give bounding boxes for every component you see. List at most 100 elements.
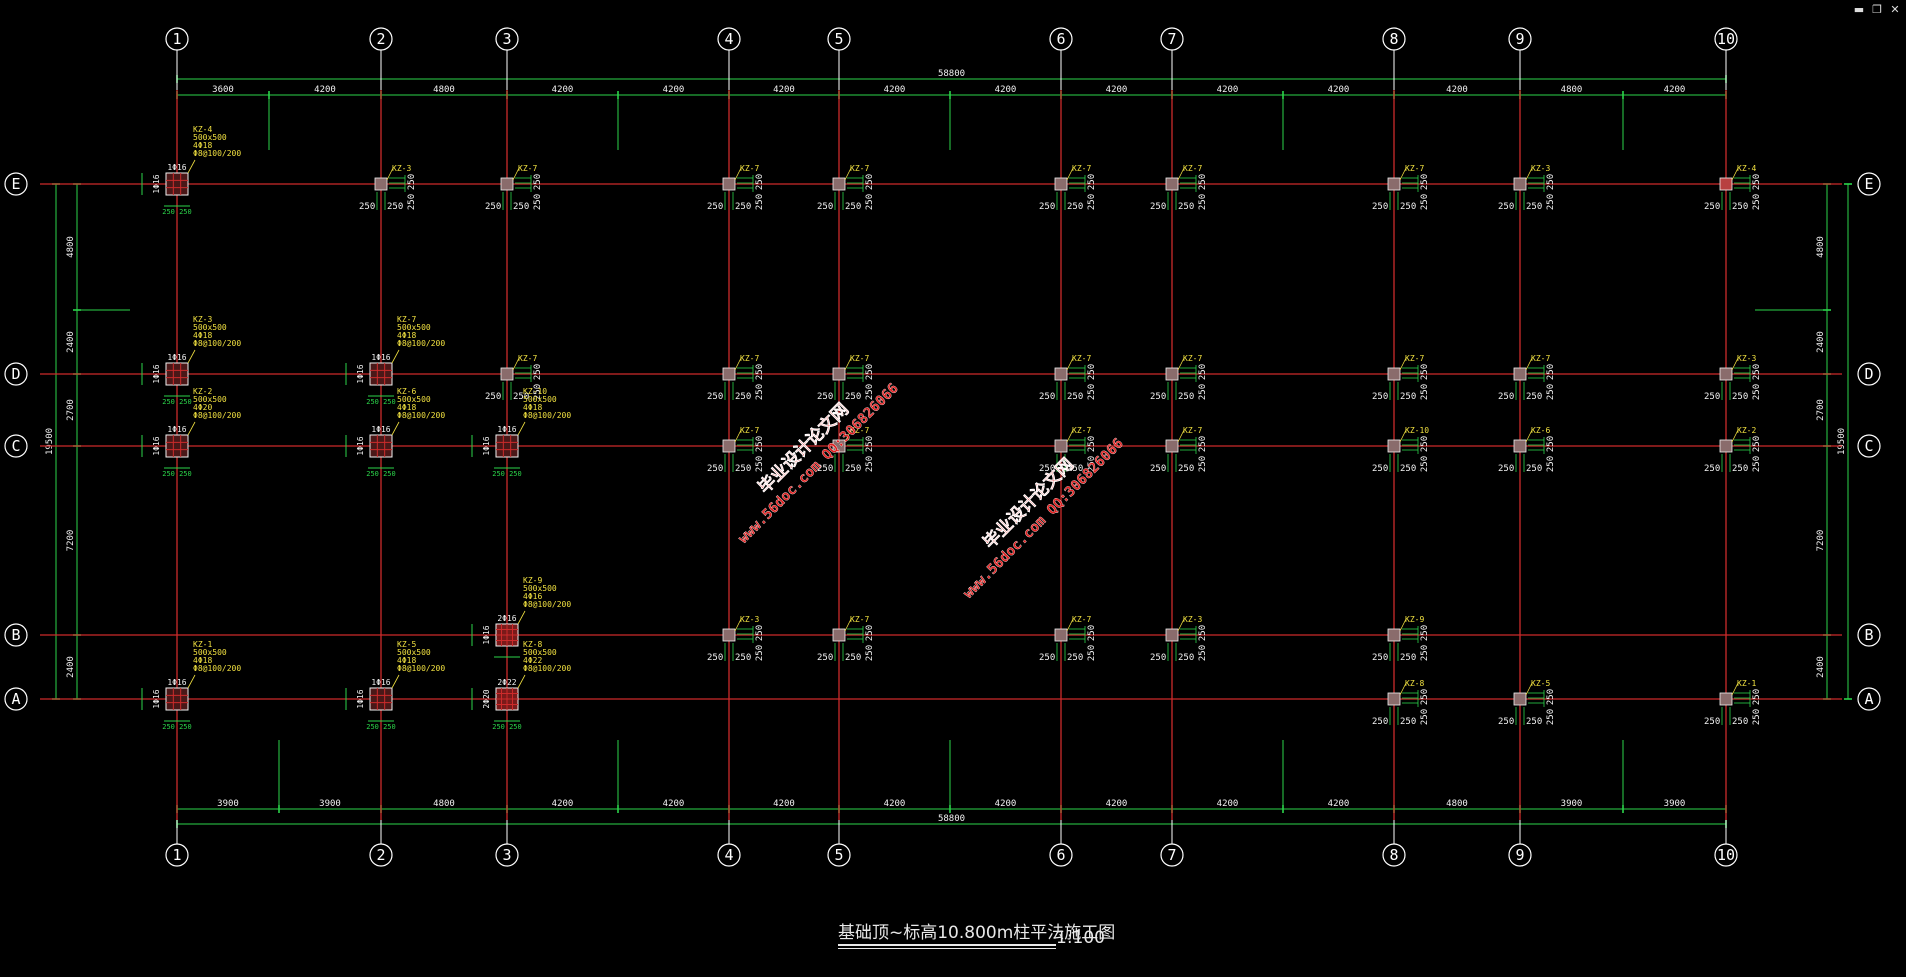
column-spec-0: KZ-6 [397,387,416,396]
column-offset-right: 250 [1067,464,1083,474]
column-section [1165,439,1179,453]
column-offset-right: 250 [1178,392,1194,402]
column-offset-right: 250 [1526,202,1542,212]
column-section [1054,628,1068,642]
column-offset-bottom: 250 [1087,384,1097,400]
column-side-rebar: 1Φ16 [482,436,491,455]
column-offset-left: 250 [1372,202,1388,212]
axis-bubble-left-A: A [11,690,20,708]
column-offset-right: 250 [735,653,751,663]
column-section [1513,367,1527,381]
column-offset-left: 250 [1039,202,1055,212]
column-label: KZ-3 [1183,615,1202,624]
dim-label-top: 4200 [663,85,685,95]
column-spec-2: 4Φ18 [397,403,416,412]
column-section [369,434,393,458]
column-section [165,362,189,386]
column-leader [391,349,400,364]
column-side-rebar: 1Φ16 [482,625,491,644]
column-section [1054,177,1068,191]
column-label: KZ-7 [850,164,869,173]
column-spec-0: KZ-1 [193,640,212,649]
column-offset-right: 250 [1400,392,1416,402]
column-spec-0: KZ-5 [397,640,416,649]
column-leader [391,421,400,436]
column-offset-right: 250 [845,392,861,402]
column-top-rebar: 1Φ16 [371,678,390,687]
column-section [722,367,736,381]
column-offset-left: 250 [1704,202,1720,212]
dim-total-label-bottom: 58800 [938,814,965,824]
column-section [832,628,846,642]
column-section [1719,177,1733,191]
column-label: KZ-7 [850,354,869,363]
column-offset-top: 250 [865,174,875,190]
column-leader [1731,682,1739,696]
axis-bubble-top-9: 9 [1515,30,1524,48]
dim-label-bottom: 3900 [1561,799,1583,809]
dim-label-top: 4200 [884,85,906,95]
column-offset-left: 250 [1372,392,1388,402]
column-offset-top: 250 [1546,364,1556,380]
column-offset-left: 250 [1498,464,1514,474]
restore-button[interactable]: ❐ [1872,3,1882,16]
column-offset-top: 250 [755,436,765,452]
minimize-button[interactable]: ▬ [1853,3,1865,16]
column-label: KZ-7 [1072,354,1091,363]
column-offset-top: 250 [1752,436,1762,452]
column-section [1719,692,1733,706]
column-label: KZ-9 [1405,615,1424,624]
column-offset-dim: 250 250 [366,470,396,478]
column-offset-right: 250 [1067,653,1083,663]
axis-bubble-left-B-circle [4,623,28,647]
column-offset-left: 250 [1039,392,1055,402]
column-label: KZ-7 [740,354,759,363]
dim-label-bottom: 4200 [552,799,574,809]
column-offset-right: 250 [735,202,751,212]
column-section [500,177,514,191]
column-label: KZ-7 [1072,615,1091,624]
axis-bubble-right-A-circle [1857,687,1881,711]
column-offset-top: 250 [865,436,875,452]
column-offset-left: 250 [1704,392,1720,402]
close-button[interactable]: ✕ [1890,3,1900,16]
column-offset-top: 250 [1546,174,1556,190]
column-offset-right: 250 [1732,392,1748,402]
column-section [1165,628,1179,642]
dim-label-top: 4200 [1446,85,1468,95]
axis-bubble-left-E: E [11,175,20,193]
column-leader [517,674,526,689]
column-leader [187,674,196,689]
column-top-rebar: 1Φ16 [371,425,390,434]
column-offset-right: 250 [1400,717,1416,727]
column-offset-left: 250 [1704,464,1720,474]
column-spec-2: 4Φ22 [523,656,542,665]
column-leader [1177,167,1185,181]
column-offset-left: 250 [1150,202,1166,212]
column-spec-0: KZ-3 [193,315,212,324]
column-offset-top: 250 [1087,436,1097,452]
dim-label-bottom: 4200 [995,799,1017,809]
column-offset-left: 250 [817,392,833,402]
column-offset-top: 250 [1752,689,1762,705]
column-section [1387,439,1401,453]
dim-label-top: 4800 [433,85,455,95]
column-offset-top: 250 [755,625,765,641]
column-spec-2: 4Φ18 [523,403,542,412]
dim-label-bottom: 4800 [433,799,455,809]
dim-total-label-right: 19500 [1837,428,1847,455]
dim-label-bottom: 3900 [217,799,239,809]
column-offset-right: 250 [845,202,861,212]
column-section [1165,367,1179,381]
column-offset-top: 250 [1087,625,1097,641]
column-offset-left: 250 [1372,653,1388,663]
